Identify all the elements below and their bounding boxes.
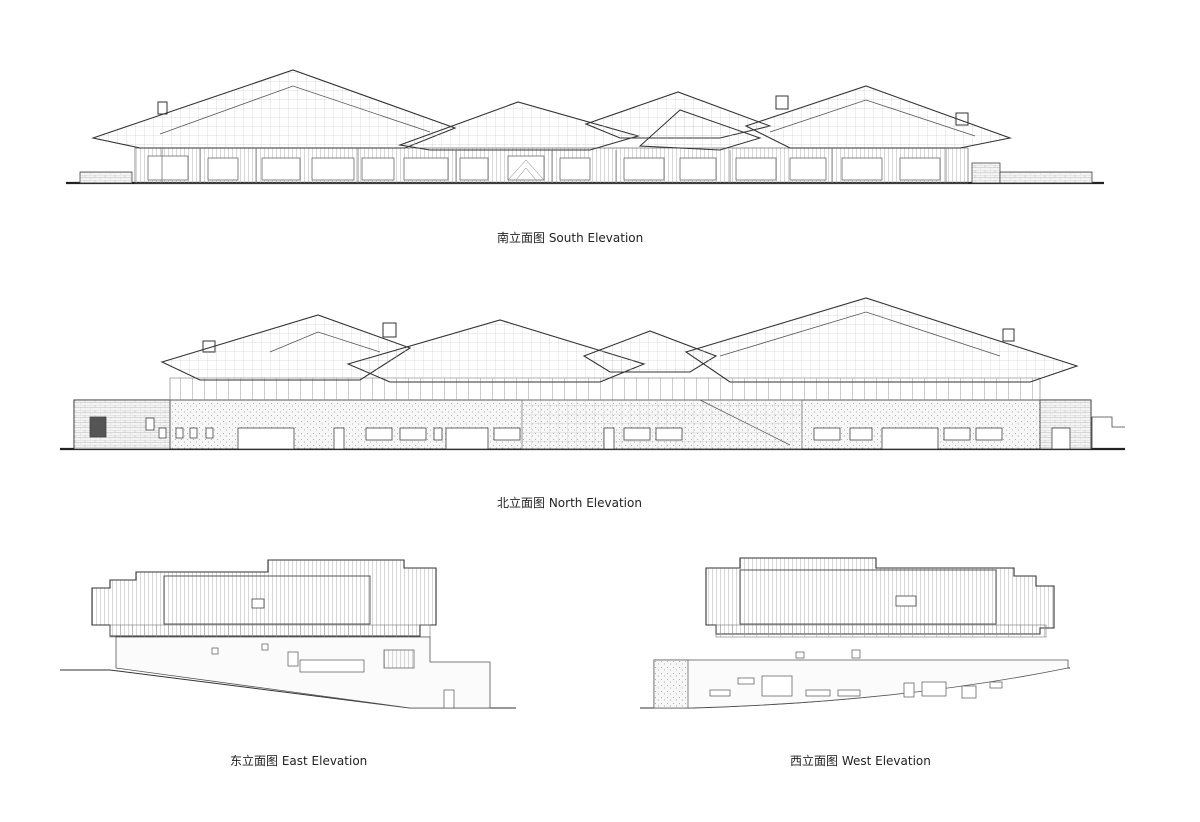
south-elevation-caption: 南立面图 South Elevation <box>497 231 644 245</box>
west-lower-wall <box>653 659 1069 709</box>
west-upper-window <box>895 595 917 607</box>
south-entrance-detail <box>507 159 545 181</box>
south-roof-1-inner-ridge <box>159 85 431 135</box>
west-upper-block <box>739 569 997 625</box>
north-roofs <box>160 297 1079 383</box>
south-windows <box>147 155 941 181</box>
south-roofs <box>90 69 1013 151</box>
south-roof-2 <box>397 101 640 151</box>
east-mid-band <box>109 624 431 638</box>
south-roof-5 <box>744 85 1013 149</box>
west-elevation <box>640 557 1070 709</box>
west-lower-openings <box>709 649 1003 699</box>
south-roof-4 <box>638 109 762 151</box>
west-elevation-caption: 西立面图 West Elevation <box>790 754 931 768</box>
north-base-mid-block <box>521 399 803 450</box>
north-roof-2 <box>346 319 646 383</box>
north-stair <box>699 399 791 446</box>
east-elevation <box>60 559 516 709</box>
north-roof-1-inner-ridge <box>269 331 381 353</box>
south-roof-5-inner-ridge <box>769 99 976 137</box>
west-lower-left-block <box>653 659 689 709</box>
west-upper-mass <box>705 557 1055 635</box>
east-lower-wall <box>115 636 491 709</box>
south-plinth-left <box>79 171 133 184</box>
north-roof-4 <box>684 297 1079 383</box>
east-upper-window <box>251 598 265 609</box>
east-upper-mass <box>91 559 437 637</box>
north-openings <box>89 416 1071 450</box>
north-base-left-block <box>73 399 171 450</box>
east-upper-block <box>163 575 371 625</box>
south-elevation <box>66 69 1104 185</box>
south-plinth-right-low <box>999 171 1093 184</box>
south-plinth-right <box>971 162 1001 184</box>
west-mid-band <box>715 624 1047 638</box>
north-roof-4-inner-ridge <box>719 311 1001 357</box>
east-lower-openings <box>211 643 455 709</box>
north-elevation <box>60 297 1125 451</box>
south-roof-1 <box>90 69 457 149</box>
east-elevation-caption: 东立面图 East Elevation <box>230 754 368 768</box>
north-ramp-right <box>1091 416 1125 449</box>
south-columns <box>161 148 947 183</box>
north-elevation-caption: 北立面图 North Elevation <box>497 496 642 510</box>
